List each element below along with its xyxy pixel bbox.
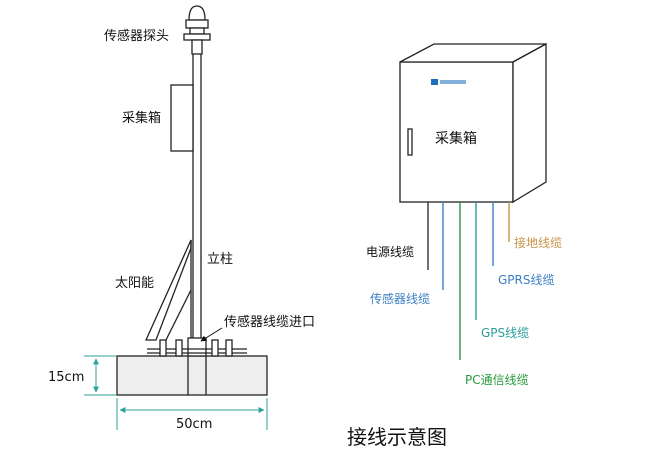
pole [192,54,202,338]
cables [427,202,510,360]
solar-panel-bracket [144,239,192,341]
pc-cable-label: PC通信线缆 [465,373,529,387]
foundation [116,337,268,396]
gprs-cable-label: GPRS线缆 [498,273,555,287]
cabinet-label: 采集箱 [435,130,477,147]
collection-cabinet [399,42,547,204]
sensor-probe-label: 传感器探头 [104,28,169,44]
pole-label: 立柱 [207,252,233,267]
width-dimension-label: 50cm [176,417,212,432]
cable-inlet-label: 传感器线缆进口 [224,314,315,330]
cabinet-handle [407,128,413,156]
power-cable-label: 电源线缆 [366,245,414,259]
gps-cable-label: GPS线缆 [481,326,529,340]
sensor-probe-icon [183,5,211,55]
sensor-cable-label: 传感器线缆 [370,291,430,306]
collection-box-side [170,84,194,152]
collection-box-label: 采集箱 [122,110,161,126]
solar-panel-label: 太阳能 [115,276,154,291]
ground-cable-label: 接地线缆 [514,235,562,250]
cable-inlet-pointer [200,327,223,342]
company-logo-icon [431,79,466,85]
dimension-lines [84,355,268,430]
station-drawing [84,5,268,430]
diagram-title: 接线示意图 [347,425,447,449]
height-dimension-label: 15cm [48,370,84,385]
